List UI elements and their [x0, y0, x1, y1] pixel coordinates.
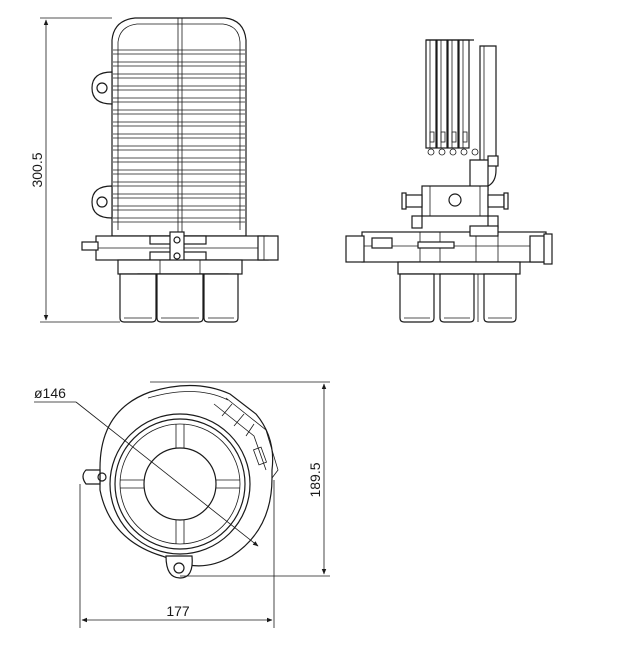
width-dimension: 177: [79, 480, 275, 628]
height-dimension: 300.5: [29, 17, 120, 323]
depth-label: 189.5: [307, 462, 323, 497]
inner-port: [143, 447, 217, 521]
height-label: 300.5: [29, 152, 45, 187]
hanging-lug-top: [91, 71, 113, 105]
splice-trays: [425, 39, 479, 156]
dome-ribs: [113, 49, 245, 223]
width-label: 177: [166, 603, 190, 619]
clamp: [149, 231, 207, 265]
diameter-label: ø146: [34, 385, 66, 401]
depth-dimension: 189.5: [150, 381, 330, 577]
hanging-lug-bottom: [91, 185, 113, 219]
cable-ports: [119, 273, 239, 323]
dome-body: [111, 17, 247, 237]
top-flange: [99, 384, 274, 567]
front-view: 300.5: [29, 17, 279, 323]
top-view: ø146 177 189.5: [34, 381, 330, 628]
outer-ring: [109, 413, 251, 555]
splice-hub: [401, 185, 509, 229]
side-view: [345, 39, 553, 323]
side-cable-ports: [399, 273, 517, 323]
diameter-dimension: ø146: [34, 385, 259, 547]
